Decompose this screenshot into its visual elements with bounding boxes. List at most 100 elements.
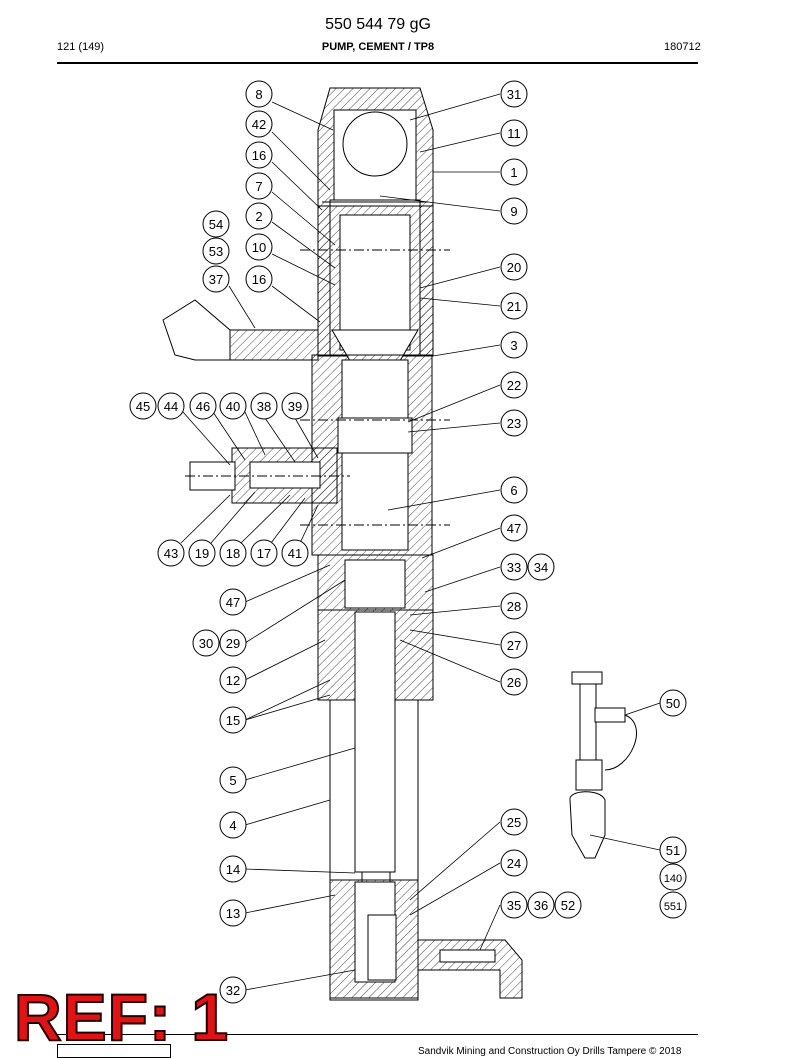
callout: 23: [500, 409, 528, 437]
callout: 16: [245, 265, 273, 293]
callout: 41: [281, 539, 309, 567]
footer-rule: [57, 1034, 698, 1035]
callout: 37: [202, 265, 230, 293]
header-rule: [57, 62, 698, 64]
callout-number: 16: [252, 272, 266, 287]
callout: 17: [250, 539, 278, 567]
callout: 3: [500, 331, 528, 359]
callout-number: 35: [507, 898, 521, 913]
callout-number: 5: [229, 773, 236, 788]
callout-number: 32: [226, 983, 240, 998]
callout-number: 33: [507, 560, 521, 575]
callout-number: 51: [666, 843, 680, 858]
callout-bubbles: 8 42 16 7 54 2 53 10 37 16 45 44 46 40 3…: [129, 80, 687, 1004]
callout: 32: [219, 976, 247, 1004]
callout: 52: [554, 891, 582, 919]
callout: 8: [245, 80, 273, 108]
callout: 5: [219, 766, 247, 794]
callout-number: 28: [507, 599, 521, 614]
callout: 27: [500, 631, 528, 659]
callout: 11: [500, 119, 528, 147]
callout-number: 38: [257, 399, 271, 414]
callout: 43: [157, 539, 185, 567]
callout: 1: [500, 158, 528, 186]
pump-body: [162, 87, 523, 1001]
callout-number: 1: [510, 165, 517, 180]
callout: 40: [219, 392, 247, 420]
callout: 44: [157, 392, 185, 420]
callout-number: 27: [507, 638, 521, 653]
callout: 10: [245, 233, 273, 261]
callout-number: 43: [164, 546, 178, 561]
callout-number: 4: [229, 818, 236, 833]
callout-number: 47: [507, 521, 521, 536]
callout-number: 53: [209, 244, 223, 259]
callout: 46: [189, 392, 217, 420]
callout: 50: [659, 689, 687, 717]
footer-copyright: Sandvik Mining and Construction Oy Drill…: [418, 1046, 682, 1057]
callout: 20: [500, 253, 528, 281]
callout-number: 34: [534, 560, 548, 575]
callout: 140: [659, 863, 687, 891]
callout: 38: [250, 392, 278, 420]
callout-number: 46: [196, 399, 210, 414]
callout: 14: [219, 855, 247, 883]
callout-number: 19: [195, 546, 209, 561]
callout-number: 41: [288, 546, 302, 561]
callout-number: 36: [534, 898, 548, 913]
callout: 21: [500, 292, 528, 320]
callout: 12: [219, 666, 247, 694]
callout: 13: [219, 899, 247, 927]
callout-number: 551: [664, 901, 682, 913]
callout-number: 2: [255, 209, 262, 224]
callout: 9: [500, 197, 528, 225]
page-title: PUMP, CEMENT / TP8: [321, 41, 435, 53]
callout-number: 26: [507, 675, 521, 690]
callout: 42: [245, 110, 273, 138]
callout-number: 16: [252, 148, 266, 163]
callout: 54: [202, 210, 230, 238]
callout-number: 18: [226, 546, 240, 561]
callout: 22: [500, 371, 528, 399]
callout-number: 20: [507, 260, 521, 275]
callout-number: 17: [257, 546, 271, 561]
callout-number: 45: [136, 399, 150, 414]
callout-number: 11: [507, 126, 521, 141]
callout-number: 23: [507, 416, 521, 431]
callout-number: 52: [561, 898, 575, 913]
callout: 47: [500, 514, 528, 542]
callout-number: 39: [288, 399, 302, 414]
callout: 25: [500, 808, 528, 836]
callout-number: 25: [507, 815, 521, 830]
callout: 30: [192, 629, 220, 657]
leader-lines: [180, 93, 661, 991]
callout-number: 15: [226, 713, 240, 728]
callout-number: 30: [199, 636, 213, 651]
callout: 6: [500, 476, 528, 504]
callout: 551: [659, 891, 687, 919]
ref-stamp: REF: 1: [13, 980, 230, 1054]
callout-number: 40: [226, 399, 240, 414]
callout-number: 12: [226, 673, 240, 688]
callout-number: 22: [507, 378, 521, 393]
callout: 4: [219, 811, 247, 839]
callout-number: 9: [510, 204, 517, 219]
callout-number: 7: [255, 179, 262, 194]
callout-number: 13: [226, 906, 240, 921]
callout: 31: [500, 80, 528, 108]
page-number: 121 (149): [57, 41, 105, 53]
callout: 39: [281, 392, 309, 420]
callout: 16: [245, 141, 273, 169]
callout: 2: [245, 202, 273, 230]
callout-number: 140: [664, 873, 682, 885]
callout-number: 10: [252, 240, 266, 255]
callout: 18: [219, 539, 247, 567]
callout-number: 14: [226, 862, 240, 877]
callout-number: 31: [507, 87, 521, 102]
callout: 53: [202, 237, 230, 265]
callout: 47: [219, 588, 247, 616]
document-date: 180712: [664, 41, 701, 53]
callout: 24: [500, 849, 528, 877]
callout: 26: [500, 668, 528, 696]
